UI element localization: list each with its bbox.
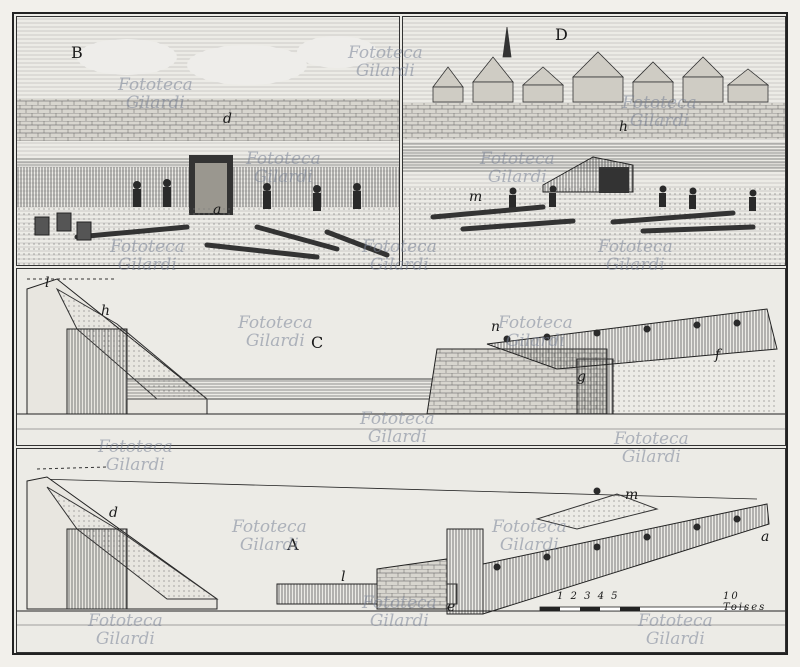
label-m-top: m [469,189,483,205]
label-e-a: e [447,599,456,615]
engraving-plate: B d a [12,12,788,655]
label-d-a: d [109,505,118,521]
scale-ticks: 1 2 3 4 5 [557,591,620,602]
label-f-c: f [715,347,721,363]
panel-a-illustration [17,466,785,626]
label-c: C [311,333,324,352]
label-l-c: l [45,275,50,291]
label-d: D [555,25,568,44]
panel-d-town-scene: D h m [402,16,786,266]
label-l-a: l [341,569,346,585]
label-a-a: a [761,529,770,545]
label-h-top: h [619,119,629,135]
label-a-top: a [213,202,222,218]
panel-c-section: l h C n g f [16,268,786,446]
panel-b-illustration [17,17,399,265]
panel-b-trench-scene: B d a [16,16,400,266]
label-d-top: d [223,111,232,127]
scale-bar [539,606,746,612]
panel-d-illustration [403,17,785,265]
panel-c-illustration [17,278,785,430]
scale-label: 10 Toises [723,591,767,613]
label-m-a: m [625,487,639,503]
panel-a-section: d A l m a e 1 2 3 4 5 10 Toises [16,448,786,653]
label-g-c: g [577,369,586,385]
label-a: A [287,535,299,554]
label-h-c: h [101,303,111,319]
label-b: B [71,43,83,62]
label-n-c: n [491,319,501,335]
